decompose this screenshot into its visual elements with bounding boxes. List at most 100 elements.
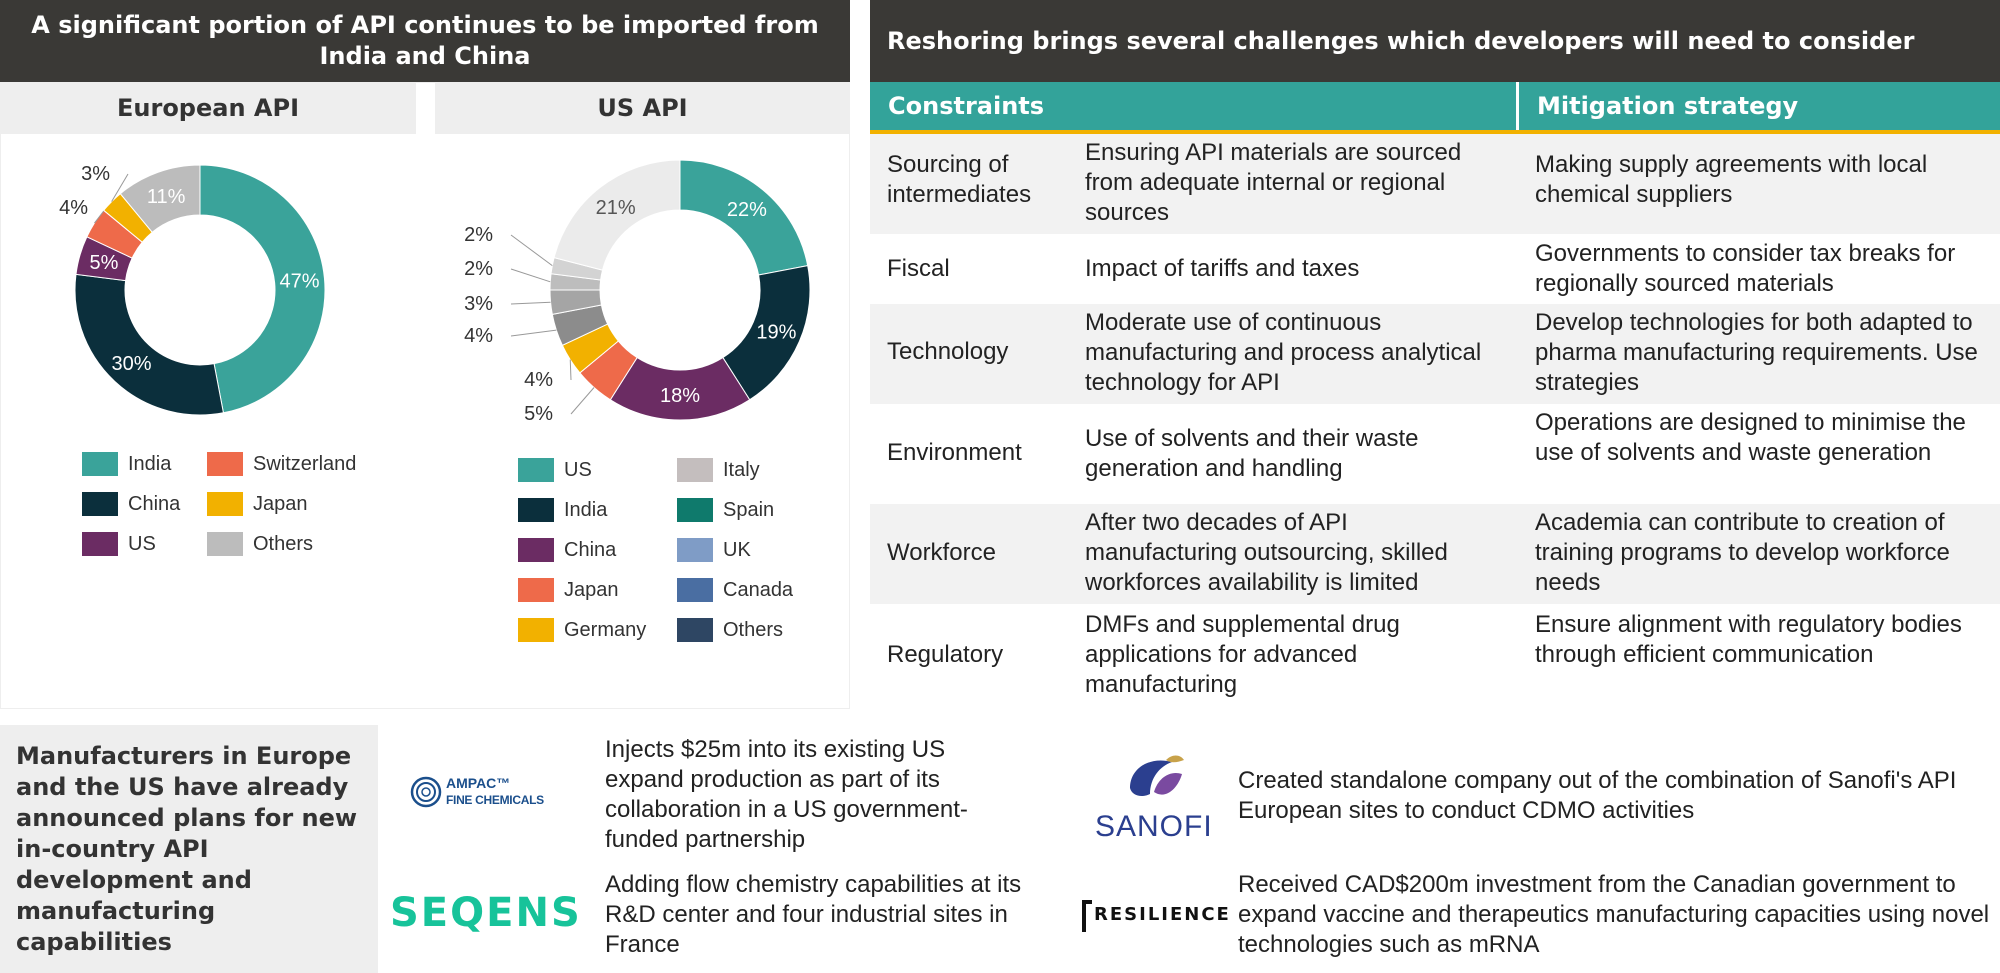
legend-swatch	[518, 458, 554, 482]
data-label-uk: 2%	[464, 258, 493, 280]
legend-label: Germany	[564, 618, 647, 641]
bottom-headline-box: Manufacturers in Europe and the US have …	[0, 725, 378, 973]
legend-swatch	[677, 618, 713, 642]
data-label-switzerland: 4%	[59, 197, 88, 219]
legend-label: China	[564, 538, 617, 561]
table-row: Regulatory DMFs and supplemental drug ap…	[870, 604, 2000, 709]
legend-label: India	[564, 498, 608, 521]
data-label-canada: 2%	[464, 224, 493, 246]
row-constraint: After two decades of API manufacturing o…	[1085, 509, 1448, 596]
table-header-divider	[1516, 82, 1519, 130]
leader-line	[510, 329, 557, 337]
legend-item-uk: UK	[677, 538, 751, 562]
seqens-logo: SEQENS	[390, 890, 582, 936]
legend-label: Others	[253, 532, 314, 555]
legend-item-switzerland: Switzerland	[207, 452, 356, 476]
legend-item-italy: Italy	[677, 458, 760, 482]
legend-item-china: China	[82, 492, 180, 516]
right-banner: Reshoring brings several challenges whic…	[870, 0, 2000, 82]
legend-swatch	[518, 498, 554, 522]
data-label-japan: 3%	[81, 163, 110, 185]
legend-label: Japan	[564, 578, 619, 601]
table-row: Fiscal Impact of tariffs and taxes Gover…	[870, 234, 2000, 304]
legend-item-us: US	[82, 532, 156, 556]
us-api-donut-chart: 22%19%18%5%4%4%3%2%2%21%	[464, 159, 811, 425]
data-label-us: 5%	[90, 252, 119, 274]
legend-label: Canada	[723, 578, 794, 601]
donut-slice-china	[74, 273, 225, 416]
bottom-headline: Manufacturers in Europe and the US have …	[16, 741, 358, 956]
left-banner: A significant portion of API continues t…	[0, 0, 850, 82]
legend-label: India	[128, 452, 172, 475]
data-label-china: 18%	[660, 385, 700, 407]
row-constraint: Impact of tariffs and taxes	[1085, 255, 1360, 282]
legend-swatch	[677, 458, 713, 482]
legend-item-canada: Canada	[677, 578, 793, 602]
data-label-others: 21%	[596, 197, 636, 219]
data-label-spain: 3%	[464, 293, 493, 315]
legend-swatch	[207, 492, 243, 516]
sanofi-logo-name: SANOFI	[1095, 810, 1213, 843]
resilience-logo-name: RESILIENCE	[1094, 904, 1231, 925]
data-label-japan: 5%	[524, 403, 553, 425]
legend-item-japan: Japan	[207, 492, 308, 516]
legend-swatch	[518, 578, 554, 602]
right-banner-title: Reshoring brings several challenges whic…	[887, 27, 1915, 55]
us-api-heading: US API	[435, 82, 850, 134]
row-name: Workforce	[887, 539, 996, 566]
legend-item-india: India	[82, 452, 171, 476]
donut-slice-others	[553, 159, 681, 271]
table-row: Environment Use of solvents and their wa…	[870, 404, 2000, 504]
row-name: Technology	[887, 338, 1009, 365]
table-row: Sourcing of intermediates Ensuring API m…	[870, 134, 2000, 234]
legend-label: Switzerland	[253, 452, 357, 475]
leader-line	[111, 173, 129, 202]
legend-label: US	[128, 532, 156, 555]
data-label-china: 30%	[112, 353, 152, 375]
resilience-description: Received CAD$200m investment from the Ca…	[1238, 871, 1990, 958]
legend-swatch	[677, 538, 713, 562]
legend-item-china: China	[518, 538, 616, 562]
legend-swatch	[677, 578, 713, 602]
us-api-heading-text: US API	[597, 94, 688, 122]
sanofi-bird-icon	[1130, 755, 1184, 796]
leader-line	[510, 301, 551, 305]
legend-item-us: US	[518, 458, 592, 482]
ampac-logo-subtitle: FINE CHEMICALS	[446, 793, 544, 807]
row-name: Regulatory	[887, 641, 1004, 668]
table-header-underline	[870, 130, 2000, 134]
data-label-india: 47%	[280, 271, 320, 293]
european-api-heading: European API	[0, 82, 416, 134]
row-mitigation: Operations are designed to minimise the …	[1535, 409, 1966, 466]
data-label-italy: 4%	[464, 325, 493, 347]
legend-swatch	[207, 532, 243, 556]
legend-label: Japan	[253, 492, 308, 515]
table-header-mitigation: Mitigation strategy	[1519, 82, 2000, 130]
row-mitigation: Ensure alignment with regulatory bodies …	[1535, 611, 1962, 668]
leader-line	[570, 387, 595, 415]
legend-label: China	[128, 492, 181, 515]
row-constraint: Ensuring API materials are sourced from …	[1085, 139, 1462, 226]
resilience-bracket-top	[1082, 900, 1092, 904]
row-name: Sourcing of intermediates	[887, 151, 1032, 208]
data-label-india: 19%	[756, 322, 796, 344]
challenges-table: Constraints Mitigation strategy Sourcing…	[870, 82, 2000, 709]
row-constraint: Use of solvents and their waste generati…	[1085, 425, 1419, 482]
row-name: Environment	[887, 439, 1022, 466]
legend-swatch	[82, 532, 118, 556]
row-constraint: DMFs and supplemental drug applications …	[1085, 611, 1400, 698]
leader-line	[510, 234, 553, 267]
sanofi-description: Created standalone company out of the co…	[1238, 767, 1957, 824]
legend-item-japan: Japan	[518, 578, 619, 602]
ampac-logo-name: AMPAC™	[446, 775, 511, 791]
legend-swatch	[518, 618, 554, 642]
legend-item-spain: Spain	[677, 498, 774, 522]
resilience-bracket-icon	[1082, 900, 1086, 932]
row-mitigation: Governments to consider tax breaks for r…	[1535, 240, 1956, 297]
leader-line	[510, 268, 551, 283]
legend-label: US	[564, 458, 592, 481]
table-header-label: Mitigation strategy	[1537, 92, 1799, 120]
data-label-germany: 4%	[524, 369, 553, 391]
legend-item-india: India	[518, 498, 607, 522]
left-banner-title: A significant portion of API continues t…	[31, 11, 819, 70]
